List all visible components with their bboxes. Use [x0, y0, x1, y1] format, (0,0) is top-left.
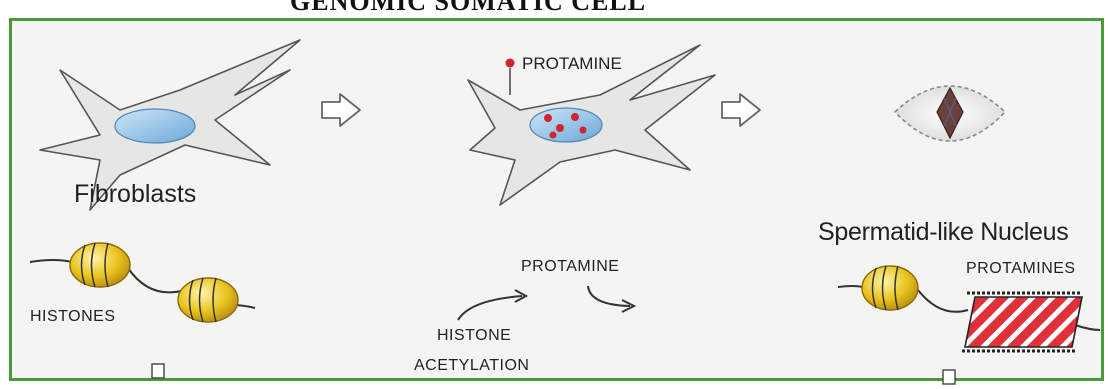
checkbox-left-icon [152, 364, 164, 378]
spermatid-nucleus-icon [895, 86, 1005, 141]
protamine-top-label: PROTAMINE [522, 54, 622, 74]
checkbox-right-icon [943, 370, 955, 384]
protamines-label: PROTAMINES [966, 260, 1076, 278]
protamine-toroid-icon [838, 266, 1100, 351]
stage-arrow-1-icon [322, 94, 360, 126]
acetylation-label: ACETYLATION [414, 357, 529, 375]
acetylation-arrow-icon [458, 286, 634, 320]
stage-arrow-2-icon [722, 94, 760, 126]
histones-label: HISTONES [30, 308, 116, 326]
fibroblasts-label: Fibroblasts [74, 180, 196, 209]
histone-label: HISTONE [437, 327, 511, 345]
spermatid-nucleus-label: Spermatid-like Nucleus [818, 218, 1068, 247]
protamine-dot-icon [506, 59, 515, 68]
protamine-lower-label: PROTAMINE [521, 258, 619, 276]
